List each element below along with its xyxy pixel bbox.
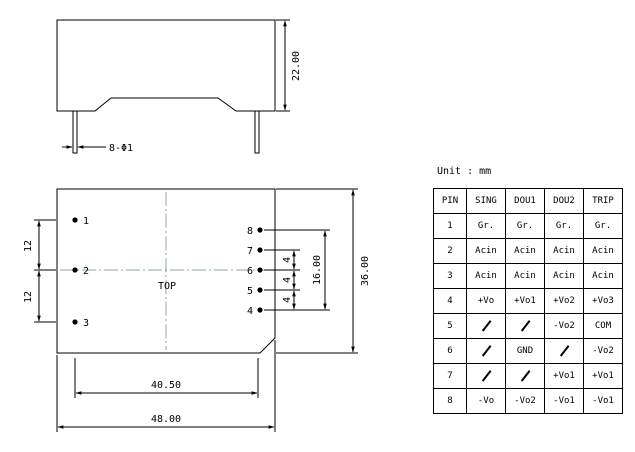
height-22-label: 22.00 xyxy=(291,51,302,81)
side-pin-right xyxy=(254,110,260,154)
pin-function-cell: -Vo2 xyxy=(505,388,545,414)
pin-function-cell: Acin xyxy=(466,263,506,289)
table-row: 6 GND -Vo2 xyxy=(433,338,623,364)
table-header-row: PIN SING DOU1 DOU2 TRIP xyxy=(433,188,623,214)
width-4050-label: 40.50 xyxy=(151,380,181,391)
span-16-label: 16.00 xyxy=(312,255,323,285)
pin-function-cell: Acin xyxy=(505,263,545,289)
pin-function-cell: +Vo1 xyxy=(583,363,623,389)
pin-2-dot xyxy=(72,267,78,273)
pitch-4-label-c: 4 xyxy=(282,297,293,303)
pin-function-cell: +Vo1 xyxy=(505,288,545,314)
pin-3-label: 3 xyxy=(83,318,89,329)
pin-4-dot xyxy=(257,307,263,313)
pin-function-cell: +Vo xyxy=(466,288,506,314)
pin-number-cell: 3 xyxy=(433,263,467,289)
pin-1-label: 1 xyxy=(83,216,89,227)
pin-function-cell: Gr. xyxy=(505,213,545,239)
side-body-outline xyxy=(56,19,276,112)
pitch-4-label-a: 4 xyxy=(282,257,293,263)
width-4800-label: 48.00 xyxy=(151,414,181,425)
table-row: 8-Vo-Vo2-Vo1-Vo1 xyxy=(433,388,623,414)
table-row: 7 +Vo1+Vo1 xyxy=(433,363,623,389)
pin-function-cell: Acin xyxy=(466,238,506,264)
pin-number-cell: 2 xyxy=(433,238,467,264)
pin-7-label: 7 xyxy=(247,246,253,257)
pin-number-cell: 5 xyxy=(433,313,467,339)
pin-4-label: 4 xyxy=(247,306,253,317)
pin-1-dot xyxy=(72,217,78,223)
dimension-drawing: 22.00 8-Φ1 xyxy=(23,19,371,432)
not-connected-mark xyxy=(481,369,491,382)
pin-3-dot xyxy=(72,319,78,325)
not-connected-mark xyxy=(481,344,491,357)
pin-function-cell: COM xyxy=(583,313,623,339)
top-view xyxy=(34,188,358,432)
pin-8-dot xyxy=(257,227,263,233)
top-body-outline xyxy=(56,188,276,354)
pin-function-cell: Acin xyxy=(544,238,584,264)
pin-function-cell: Acin xyxy=(544,263,584,289)
not-connected-mark xyxy=(559,344,569,357)
side-view xyxy=(56,19,290,154)
pin-number-cell: 1 xyxy=(433,213,467,239)
header-trip: TRIP xyxy=(583,188,623,214)
pin-function-cell xyxy=(466,338,506,364)
pin-function-cell: Gr. xyxy=(544,213,584,239)
pin-8-label: 8 xyxy=(247,226,253,237)
pin-function-cell: -Vo1 xyxy=(544,388,584,414)
header-pin: PIN xyxy=(433,188,467,214)
pin-function-cell xyxy=(505,363,545,389)
header-sing: SING xyxy=(466,188,506,214)
pin-function-cell: -Vo1 xyxy=(583,388,623,414)
pin-number-cell: 8 xyxy=(433,388,467,414)
pin-7-dot xyxy=(257,247,263,253)
pin-function-cell xyxy=(544,338,584,364)
not-connected-mark xyxy=(520,369,530,382)
table-row: 4+Vo+Vo1+Vo2+Vo3 xyxy=(433,288,623,314)
pin-number-cell: 6 xyxy=(433,338,467,364)
pin-2-label: 2 xyxy=(83,266,89,277)
pin-number-cell: 4 xyxy=(433,288,467,314)
pin-function-cell: Acin xyxy=(505,238,545,264)
pin-function-cell xyxy=(466,313,506,339)
pin-function-cell: +Vo3 xyxy=(583,288,623,314)
pitch-12-upper-label: 12 xyxy=(23,240,34,252)
pin-function-cell: Gr. xyxy=(466,213,506,239)
height-36-label: 36.00 xyxy=(360,256,371,286)
top-label: TOP xyxy=(158,281,176,292)
header-dou2: DOU2 xyxy=(544,188,584,214)
pitch-12-lower-label: 12 xyxy=(23,291,34,303)
pin-function-cell: -Vo2 xyxy=(583,338,623,364)
pin-function-cell: +Vo1 xyxy=(544,363,584,389)
header-dou1: DOU1 xyxy=(505,188,545,214)
pin-function-cell: Gr. xyxy=(583,213,623,239)
pin-function-cell: Acin xyxy=(583,263,623,289)
pin-number-cell: 7 xyxy=(433,363,467,389)
pitch-4-label-b: 4 xyxy=(282,277,293,283)
pin-dots xyxy=(72,217,263,325)
pin-function-cell: -Vo xyxy=(466,388,506,414)
pin-function-cell: -Vo2 xyxy=(544,313,584,339)
pin-6-label: 6 xyxy=(247,266,253,277)
not-connected-mark xyxy=(481,319,491,332)
side-pin-left xyxy=(72,110,78,154)
pin-diameter-label: 8-Φ1 xyxy=(109,143,133,154)
pin-function-cell: GND xyxy=(505,338,545,364)
pin-6-dot xyxy=(257,267,263,273)
pin-5-dot xyxy=(257,287,263,293)
pin-function-cell xyxy=(505,313,545,339)
pin-5-label: 5 xyxy=(247,286,253,297)
pin-function-cell: Acin xyxy=(583,238,623,264)
not-connected-mark xyxy=(520,319,530,332)
pin-function-cell xyxy=(466,363,506,389)
unit-label: Unit : mm xyxy=(437,166,492,177)
pin-function-cell: +Vo2 xyxy=(544,288,584,314)
